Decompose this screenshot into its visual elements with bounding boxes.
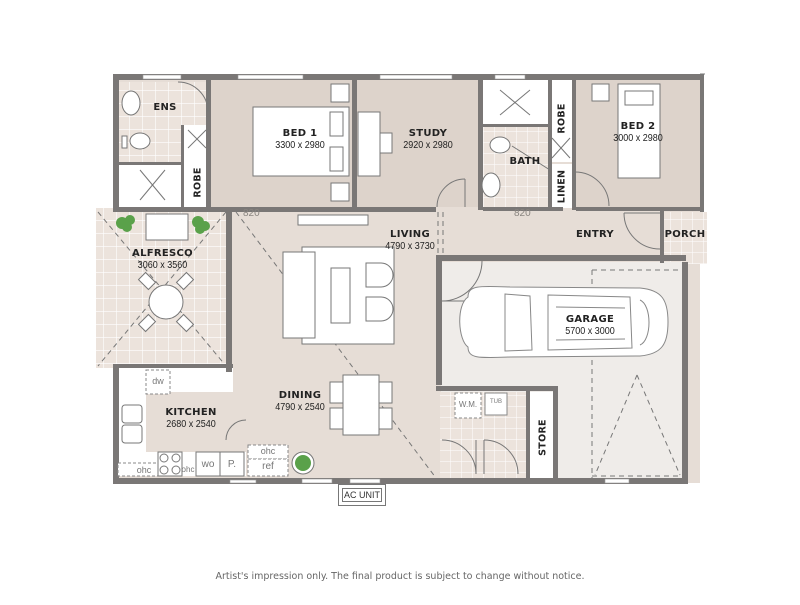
room-dimensions: 5700 x 3000 [565,325,615,337]
room-name: STUDY [408,128,448,139]
room-name: BED 1 [282,128,318,139]
room-name: BATH [509,156,541,167]
room-dimensions: 2680 x 2540 [166,418,216,430]
room-bath: BATH [504,156,546,168]
ac-unit: AC UNIT [338,484,386,506]
room-living: LIVING 4790 x 3730 [365,229,455,252]
overhead-cupboard-label: ohc [260,446,276,456]
room-name: ENS [153,102,177,113]
room-entry: ENTRY [570,229,620,241]
room-study: STUDY 2920 x 2980 [383,128,473,151]
room-alfresco: ALFRESCO 3060 x 3560 [120,248,205,271]
laundry-tub-label: TUB [490,399,502,405]
room-name: DINING [278,390,322,401]
disclaimer-text: Artist's impression only. The final prod… [215,571,585,582]
room-store: STORE [537,419,549,456]
room-dimensions: 3060 x 3560 [137,259,188,271]
room-robe-bed-1: ROBE [192,167,204,198]
dishwasher-label: dw [152,376,164,386]
washing-machine-label: W.M. [458,400,478,409]
pantry-label: P. [227,459,237,470]
door-width-label: 820 [514,208,531,219]
room-dining: DINING 4790 x 2540 [255,390,345,413]
room-robe-bed-2: ROBE [556,103,568,134]
room-linen: LINEN [556,169,568,204]
room-dimensions: 3300 x 2980 [275,139,325,151]
room-kitchen: KITCHEN 2680 x 2540 [146,407,236,430]
room-name: BED 2 [620,121,656,132]
room-porch: PORCH [664,229,706,241]
room-dimensions: 4790 x 3730 [385,240,435,252]
wall-oven-label: wo [201,459,215,470]
room-ens: ENS [140,102,190,114]
room-dimensions: 2920 x 2980 [403,139,453,151]
room-name: KITCHEN [165,407,217,418]
refrigerator-label: ref [262,461,274,472]
room-name: LIVING [390,229,430,240]
room-name: ENTRY [576,229,614,240]
room-name: PORCH [664,229,706,240]
room-dimensions: 3000 x 2980 [613,132,663,144]
overhead-cupboard-label: ohc [181,465,195,474]
overhead-cupboard-label: ohc [136,465,152,475]
room-bed-1: BED 1 3300 x 2980 [255,128,345,151]
ac-unit-label: AC UNIT [342,488,382,502]
room-name: GARAGE [565,314,615,325]
room-dimensions: 4790 x 2540 [275,401,325,413]
room-garage: GARAGE 5700 x 3000 [545,314,635,337]
door-width-label: 820 [243,208,260,219]
room-bed-2: BED 2 3000 x 2980 [593,121,683,144]
room-name: ALFRESCO [132,248,193,259]
